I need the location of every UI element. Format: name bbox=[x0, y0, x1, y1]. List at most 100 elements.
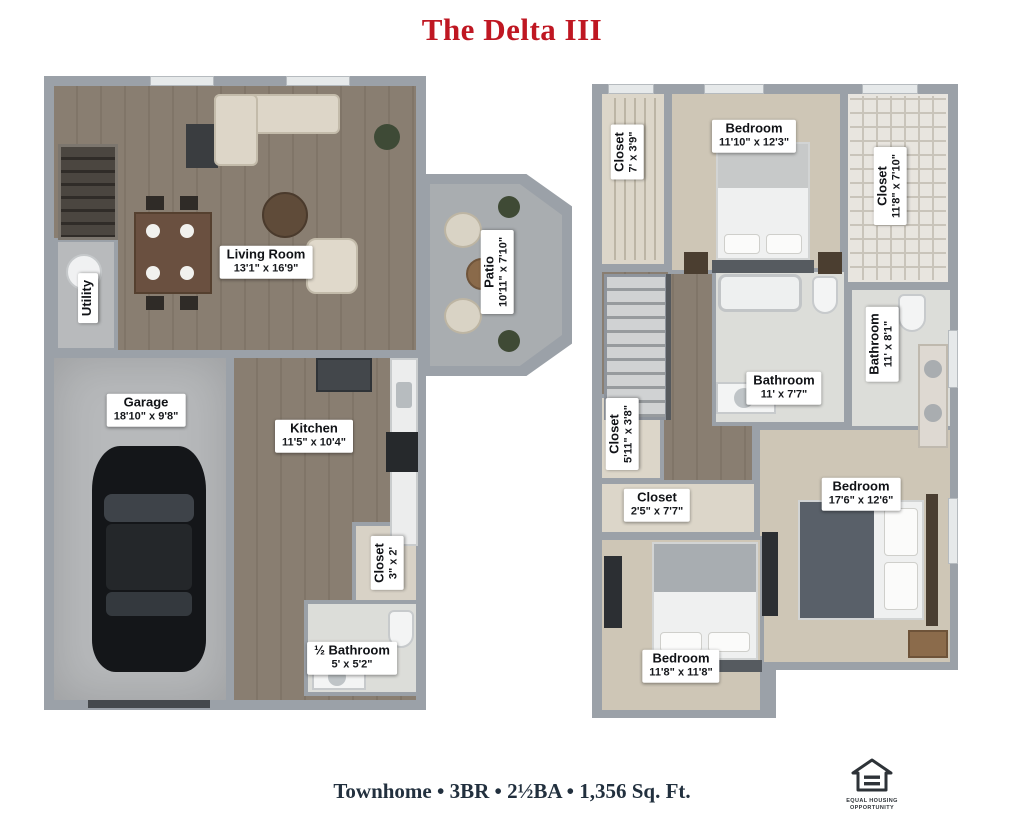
coffee-table bbox=[262, 192, 308, 238]
pillow bbox=[766, 234, 802, 254]
dining-chair bbox=[146, 296, 164, 310]
room-label-closet-top-right: Closet 11'8" x 7'10" bbox=[873, 147, 907, 225]
sink bbox=[924, 360, 942, 378]
armchair bbox=[306, 238, 358, 294]
room-label-half-bathroom: ½ Bathroom 5' x 5'2" bbox=[307, 641, 397, 675]
room-label-bedroom-top: Bedroom 11'10" x 12'3" bbox=[711, 119, 797, 153]
room-label-utility: Utility bbox=[78, 272, 98, 324]
room-dims: 7' x 3'9" bbox=[627, 131, 640, 173]
room-name: Garage bbox=[123, 394, 169, 410]
room-name: Closet bbox=[637, 489, 677, 505]
room-dims: 5'11" x 3'8" bbox=[622, 405, 635, 463]
plant bbox=[498, 330, 520, 352]
bed-blanket bbox=[654, 544, 756, 592]
nightstand bbox=[684, 252, 708, 274]
room-dims: 11' x 8'1" bbox=[882, 320, 895, 368]
toilet bbox=[388, 610, 414, 648]
plant bbox=[498, 196, 520, 218]
kitchen-island bbox=[316, 358, 372, 392]
room-label-bathroom-right: Bathroom 11' x 8'1" bbox=[865, 306, 899, 382]
room-name: ½ Bathroom bbox=[314, 642, 390, 658]
room-name: Utility bbox=[79, 279, 95, 317]
room-dims: 5' x 5'2" bbox=[331, 658, 373, 671]
equal-housing-line2: OPPORTUNITY bbox=[849, 805, 895, 812]
room-name: Closet bbox=[874, 166, 890, 206]
room-label-closet-middle-left: Closet 5'11" x 3'8" bbox=[605, 398, 639, 470]
plant bbox=[374, 124, 400, 150]
dining-chair bbox=[180, 296, 198, 310]
media-console bbox=[762, 532, 778, 616]
plate bbox=[180, 224, 194, 238]
room-label-bathroom-middle: Bathroom 11' x 7'7" bbox=[746, 371, 822, 405]
room-dims: 11'10" x 12'3" bbox=[718, 136, 790, 149]
room-name: Bedroom bbox=[725, 120, 783, 136]
room-dims: 11'5" x 10'4" bbox=[282, 436, 346, 449]
room-name: Living Room bbox=[226, 246, 306, 262]
dining-table bbox=[134, 212, 212, 294]
media-console bbox=[186, 124, 218, 168]
kitchen-sink bbox=[396, 382, 412, 408]
room-label-living-room: Living Room 13'1" x 16'9" bbox=[219, 245, 313, 279]
room-name: Bathroom bbox=[866, 313, 882, 375]
bathtub bbox=[718, 274, 802, 312]
window bbox=[948, 498, 958, 564]
room-name: Patio bbox=[481, 256, 497, 288]
sink bbox=[924, 404, 942, 422]
room-dims: 11'8" x 11'8" bbox=[649, 666, 713, 679]
pillow bbox=[884, 508, 918, 556]
room-dims: 17'6" x 12'6" bbox=[828, 494, 894, 507]
room-label-closet-top-left: Closet 7' x 3'9" bbox=[610, 124, 644, 180]
room-label-patio: Patio 10'11" x 7'10" bbox=[480, 229, 514, 315]
page-title: The Delta III bbox=[421, 12, 603, 47]
toilet bbox=[812, 276, 838, 314]
plate bbox=[146, 266, 160, 280]
pillow bbox=[724, 234, 760, 254]
headboard bbox=[712, 260, 814, 273]
room-dims: 11'8" x 7'10" bbox=[890, 154, 903, 218]
room-name: Closet bbox=[606, 414, 622, 454]
room-name: Closet bbox=[611, 132, 627, 172]
dining-chair bbox=[180, 196, 198, 210]
window bbox=[608, 84, 654, 94]
car-rear-window bbox=[106, 592, 192, 616]
room-label-bedroom-right: Bedroom 17'6" x 12'6" bbox=[821, 477, 901, 511]
room-label-kitchen: Kitchen 11'5" x 10'4" bbox=[275, 419, 353, 453]
room-dims: 10'11" x 7'10" bbox=[497, 236, 510, 308]
room-dims: 13'1" x 16'9" bbox=[233, 262, 299, 275]
stair-railing bbox=[666, 274, 671, 420]
equal-housing-logo: EQUAL HOUSING OPPORTUNITY bbox=[840, 758, 904, 812]
room-label-closet-first: Closet 3" x 2' bbox=[370, 536, 404, 590]
bed-blanket bbox=[800, 502, 874, 618]
dresser bbox=[908, 630, 948, 658]
toilet bbox=[898, 294, 926, 332]
patio-chair bbox=[444, 298, 482, 334]
garage-door bbox=[88, 700, 210, 708]
nightstand bbox=[818, 252, 842, 274]
plan-summary: Townhome • 3BR • 2½BA • 1,356 Sq. Ft. bbox=[333, 779, 691, 803]
equal-housing-line1: EQUAL HOUSING bbox=[846, 798, 898, 804]
pillow bbox=[708, 632, 750, 652]
dining-chair bbox=[146, 196, 164, 210]
room-dims: 3" x 2' bbox=[387, 546, 400, 580]
equal-housing-house-icon bbox=[851, 758, 893, 792]
room-name: Kitchen bbox=[290, 420, 338, 436]
car-windshield bbox=[104, 494, 194, 522]
room-name: Closet bbox=[371, 543, 387, 583]
window bbox=[704, 84, 764, 94]
plate bbox=[146, 224, 160, 238]
room-dims: 11' x 7'7" bbox=[760, 388, 808, 401]
window bbox=[862, 84, 918, 94]
sofa-chaise bbox=[214, 94, 258, 166]
room-label-closet-wide: Closet 2'5" x 7'7" bbox=[623, 488, 691, 522]
plate bbox=[180, 266, 194, 280]
stove bbox=[386, 432, 418, 472]
window bbox=[948, 330, 958, 388]
room-name: Bedroom bbox=[832, 478, 890, 494]
equal-housing-text: EQUAL HOUSING OPPORTUNITY bbox=[840, 798, 904, 812]
patio-chair bbox=[444, 212, 482, 248]
pillow bbox=[884, 562, 918, 610]
room-dims: 18'10" x 9'8" bbox=[113, 410, 179, 423]
window bbox=[286, 76, 350, 86]
